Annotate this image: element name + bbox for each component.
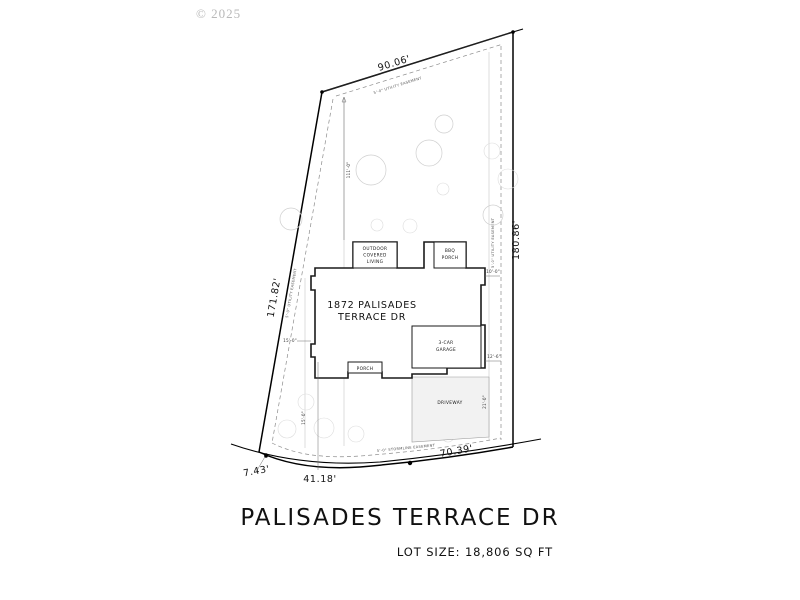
setback-garage-right: 12'-6" [487,354,501,359]
dimension-bottom-left: 7.43' [242,464,270,479]
room-label-porch: PORCH [357,366,374,372]
house-footprint: OUTDOOR COVERED LIVING BBQ PORCH 3-CAR G… [310,241,486,379]
room-outdoor-covered-living [352,241,398,269]
setback-left-upper: 15'-0" [283,338,297,343]
room-label-bbq-2: PORCH [442,255,459,261]
room-label-outdoor-1: OUTDOOR [363,246,388,252]
driveway-area: DRIVEWAY 21'-0" [411,376,490,443]
house-address-line2: TERRACE DR [337,312,406,323]
copyright-watermark: © 2025 [196,6,242,21]
room-label-garage-2: GARAGE [436,347,456,353]
room-label-outdoor-3: LIVING [367,259,384,265]
setback-front-right: 10'-0" [486,269,500,274]
dimension-bottom-right: 70.39' [439,443,474,460]
page-title: PALISADES TERRACE DR [240,505,560,531]
room-label-outdoor-2: COVERED [363,253,387,259]
dimension-rear-vertical: 111'-0" [346,162,351,179]
setback-left-lower: 15'-0" [301,411,306,425]
dimension-left: 171.82' [266,277,284,318]
room-label-driveway: DRIVEWAY [437,400,462,406]
dimension-top: 90.06' [377,53,412,73]
tree-canopies [277,114,519,443]
easement-label-bottom: 5'-0" STORMLINE EASEMENT [377,443,436,453]
room-porch [347,361,383,374]
easement-label-top: 5'-0" UTILITY EASEMENT [373,76,423,95]
dimension-right: 180.86' [511,220,522,260]
lot-size-label: LOT SIZE: 18,806 SQ FT [396,545,554,559]
house-address-line1: 1872 PALISADES [327,300,417,311]
room-bbq-porch [433,241,467,269]
easement-label-right: 5'-0" UTILITY EASEMENT [491,217,495,268]
room-garage [411,325,482,369]
dimension-bottom-mid: 41.18' [303,474,336,485]
driveway-width-dimension: 21'-0" [482,395,487,409]
room-label-bbq-1: BBQ [445,248,456,254]
title-block: PALISADES TERRACE DR LOT SIZE: 18,806 SQ… [0,505,800,559]
room-label-garage-1: 3-CAR [439,340,454,346]
